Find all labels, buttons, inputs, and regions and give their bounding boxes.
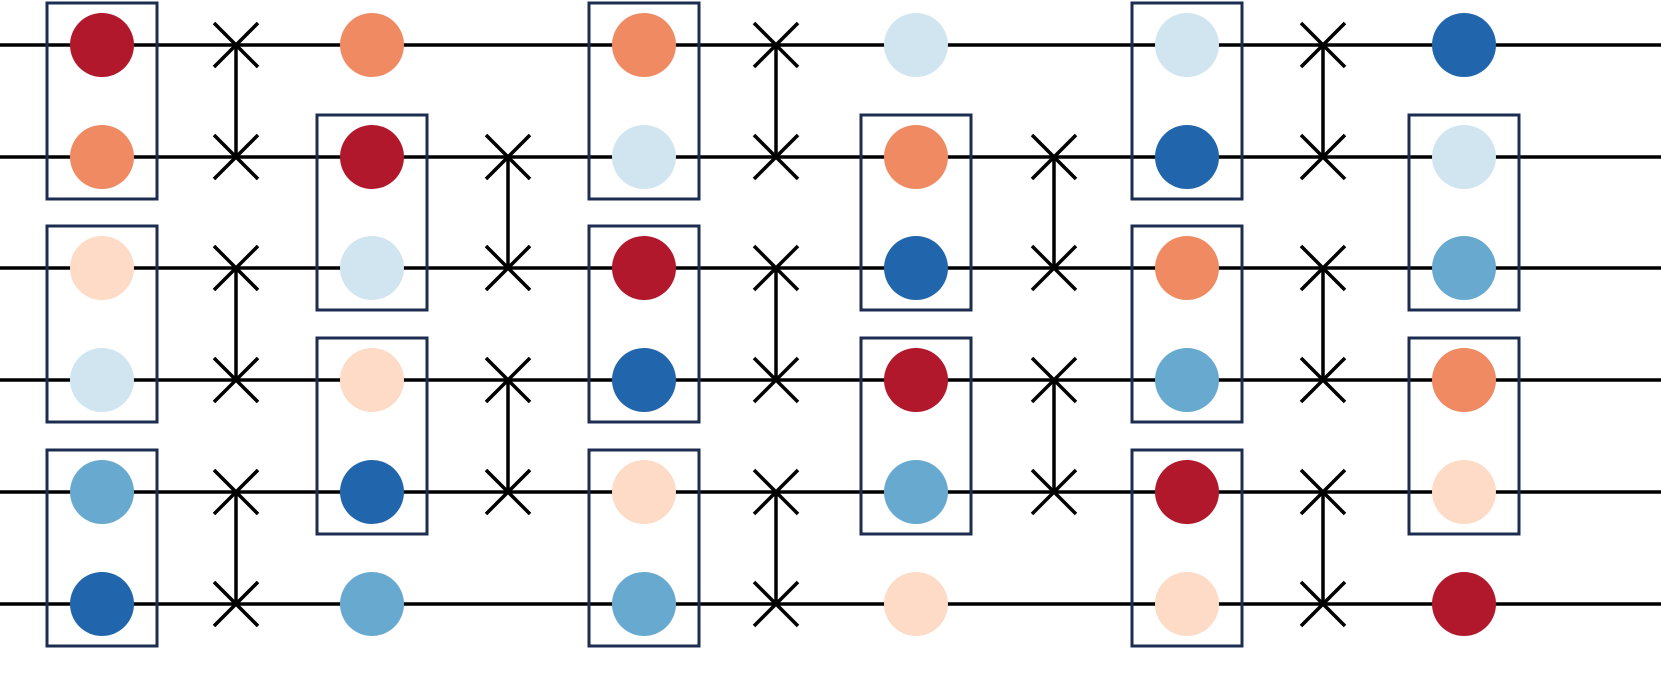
swap-cross <box>752 468 800 516</box>
swap-cross <box>484 133 532 181</box>
gate-box <box>587 1 701 201</box>
swap-gate <box>1030 356 1078 516</box>
gate-box <box>1130 448 1244 648</box>
qubit-node-light-blue <box>340 236 404 300</box>
qubit-nodes <box>70 13 1496 636</box>
qubit-node-mid-blue <box>1155 348 1219 412</box>
gate-box <box>45 224 159 424</box>
qubit-node-orange <box>70 125 134 189</box>
qubit-node-peach <box>1432 460 1496 524</box>
swap-cross <box>752 21 800 69</box>
qubit-node-dark-red <box>1432 572 1496 636</box>
qubit-node-dark-red <box>340 125 404 189</box>
gate-box <box>315 113 429 312</box>
qubit-node-dark-blue <box>612 348 676 412</box>
swap-cross <box>212 468 260 516</box>
swap-cross <box>1299 356 1347 404</box>
swap-cross <box>752 356 800 404</box>
qubit-node-dark-blue <box>340 460 404 524</box>
qubit-node-dark-red <box>1155 460 1219 524</box>
qubit-node-light-blue <box>612 125 676 189</box>
gate-boxes <box>45 1 1521 648</box>
swap-cross <box>1299 580 1347 628</box>
swap-cross <box>752 133 800 181</box>
qubit-node-mid-blue <box>70 460 134 524</box>
swap-gate <box>484 356 532 516</box>
gate-box <box>45 1 159 201</box>
swap-gate <box>752 21 800 181</box>
gate-box <box>587 224 701 424</box>
gate-box <box>859 113 973 312</box>
qubit-node-peach <box>1155 572 1219 636</box>
swap-gate <box>752 244 800 404</box>
swap-cross <box>484 468 532 516</box>
qubit-node-orange <box>612 13 676 77</box>
qubit-node-orange <box>1155 236 1219 300</box>
gate-box <box>45 448 159 648</box>
swap-cross <box>484 356 532 404</box>
swap-cross <box>1030 133 1078 181</box>
qubit-node-dark-blue <box>1432 13 1496 77</box>
gate-box <box>1407 113 1521 312</box>
swap-gate <box>752 468 800 628</box>
qubit-node-peach <box>884 572 948 636</box>
gate-box <box>315 336 429 536</box>
qubit-node-light-blue <box>70 348 134 412</box>
qubit-node-orange <box>340 13 404 77</box>
swap-cross <box>1299 21 1347 69</box>
qubit-node-orange <box>1432 348 1496 412</box>
swap-cross <box>1030 356 1078 404</box>
qubit-node-mid-blue <box>884 460 948 524</box>
qubit-node-mid-blue <box>1432 236 1496 300</box>
qubit-wires <box>0 43 1661 606</box>
swap-cross <box>212 580 260 628</box>
swap-cross <box>1030 468 1078 516</box>
swap-cross <box>752 580 800 628</box>
swap-cross <box>212 21 260 69</box>
swap-gate <box>1030 133 1078 292</box>
swap-cross <box>212 133 260 181</box>
qubit-node-orange <box>884 125 948 189</box>
swap-gate <box>1299 21 1347 181</box>
qubit-node-light-blue <box>1432 125 1496 189</box>
swap-gate <box>212 244 260 404</box>
swap-cross <box>484 244 532 292</box>
qubit-node-mid-blue <box>340 572 404 636</box>
qubit-node-dark-blue <box>70 572 134 636</box>
swap-cross <box>1299 468 1347 516</box>
gate-box <box>859 336 973 536</box>
qubit-node-peach <box>70 236 134 300</box>
swap-gates <box>212 21 1347 628</box>
qubit-node-mid-blue <box>612 572 676 636</box>
swap-cross <box>1030 244 1078 292</box>
swap-gate <box>212 468 260 628</box>
gate-box <box>1407 336 1521 536</box>
swap-gate <box>1299 244 1347 404</box>
swap-gate <box>212 21 260 181</box>
qubit-node-peach <box>340 348 404 412</box>
gate-box <box>1130 1 1244 201</box>
qubit-node-dark-red <box>70 13 134 77</box>
gate-box <box>587 448 701 648</box>
qubit-node-light-blue <box>1155 13 1219 77</box>
swap-cross <box>1299 244 1347 292</box>
qubit-node-dark-blue <box>884 236 948 300</box>
gate-box <box>1130 224 1244 424</box>
qubit-node-light-blue <box>884 13 948 77</box>
qubit-node-dark-red <box>612 236 676 300</box>
qubit-node-peach <box>612 460 676 524</box>
qubit-node-dark-red <box>884 348 948 412</box>
swap-cross <box>212 244 260 292</box>
swap-gate <box>1299 468 1347 628</box>
swap-cross <box>1299 133 1347 181</box>
qubit-node-dark-blue <box>1155 125 1219 189</box>
swap-cross <box>212 356 260 404</box>
swap-gate <box>484 133 532 292</box>
swap-cross <box>752 244 800 292</box>
